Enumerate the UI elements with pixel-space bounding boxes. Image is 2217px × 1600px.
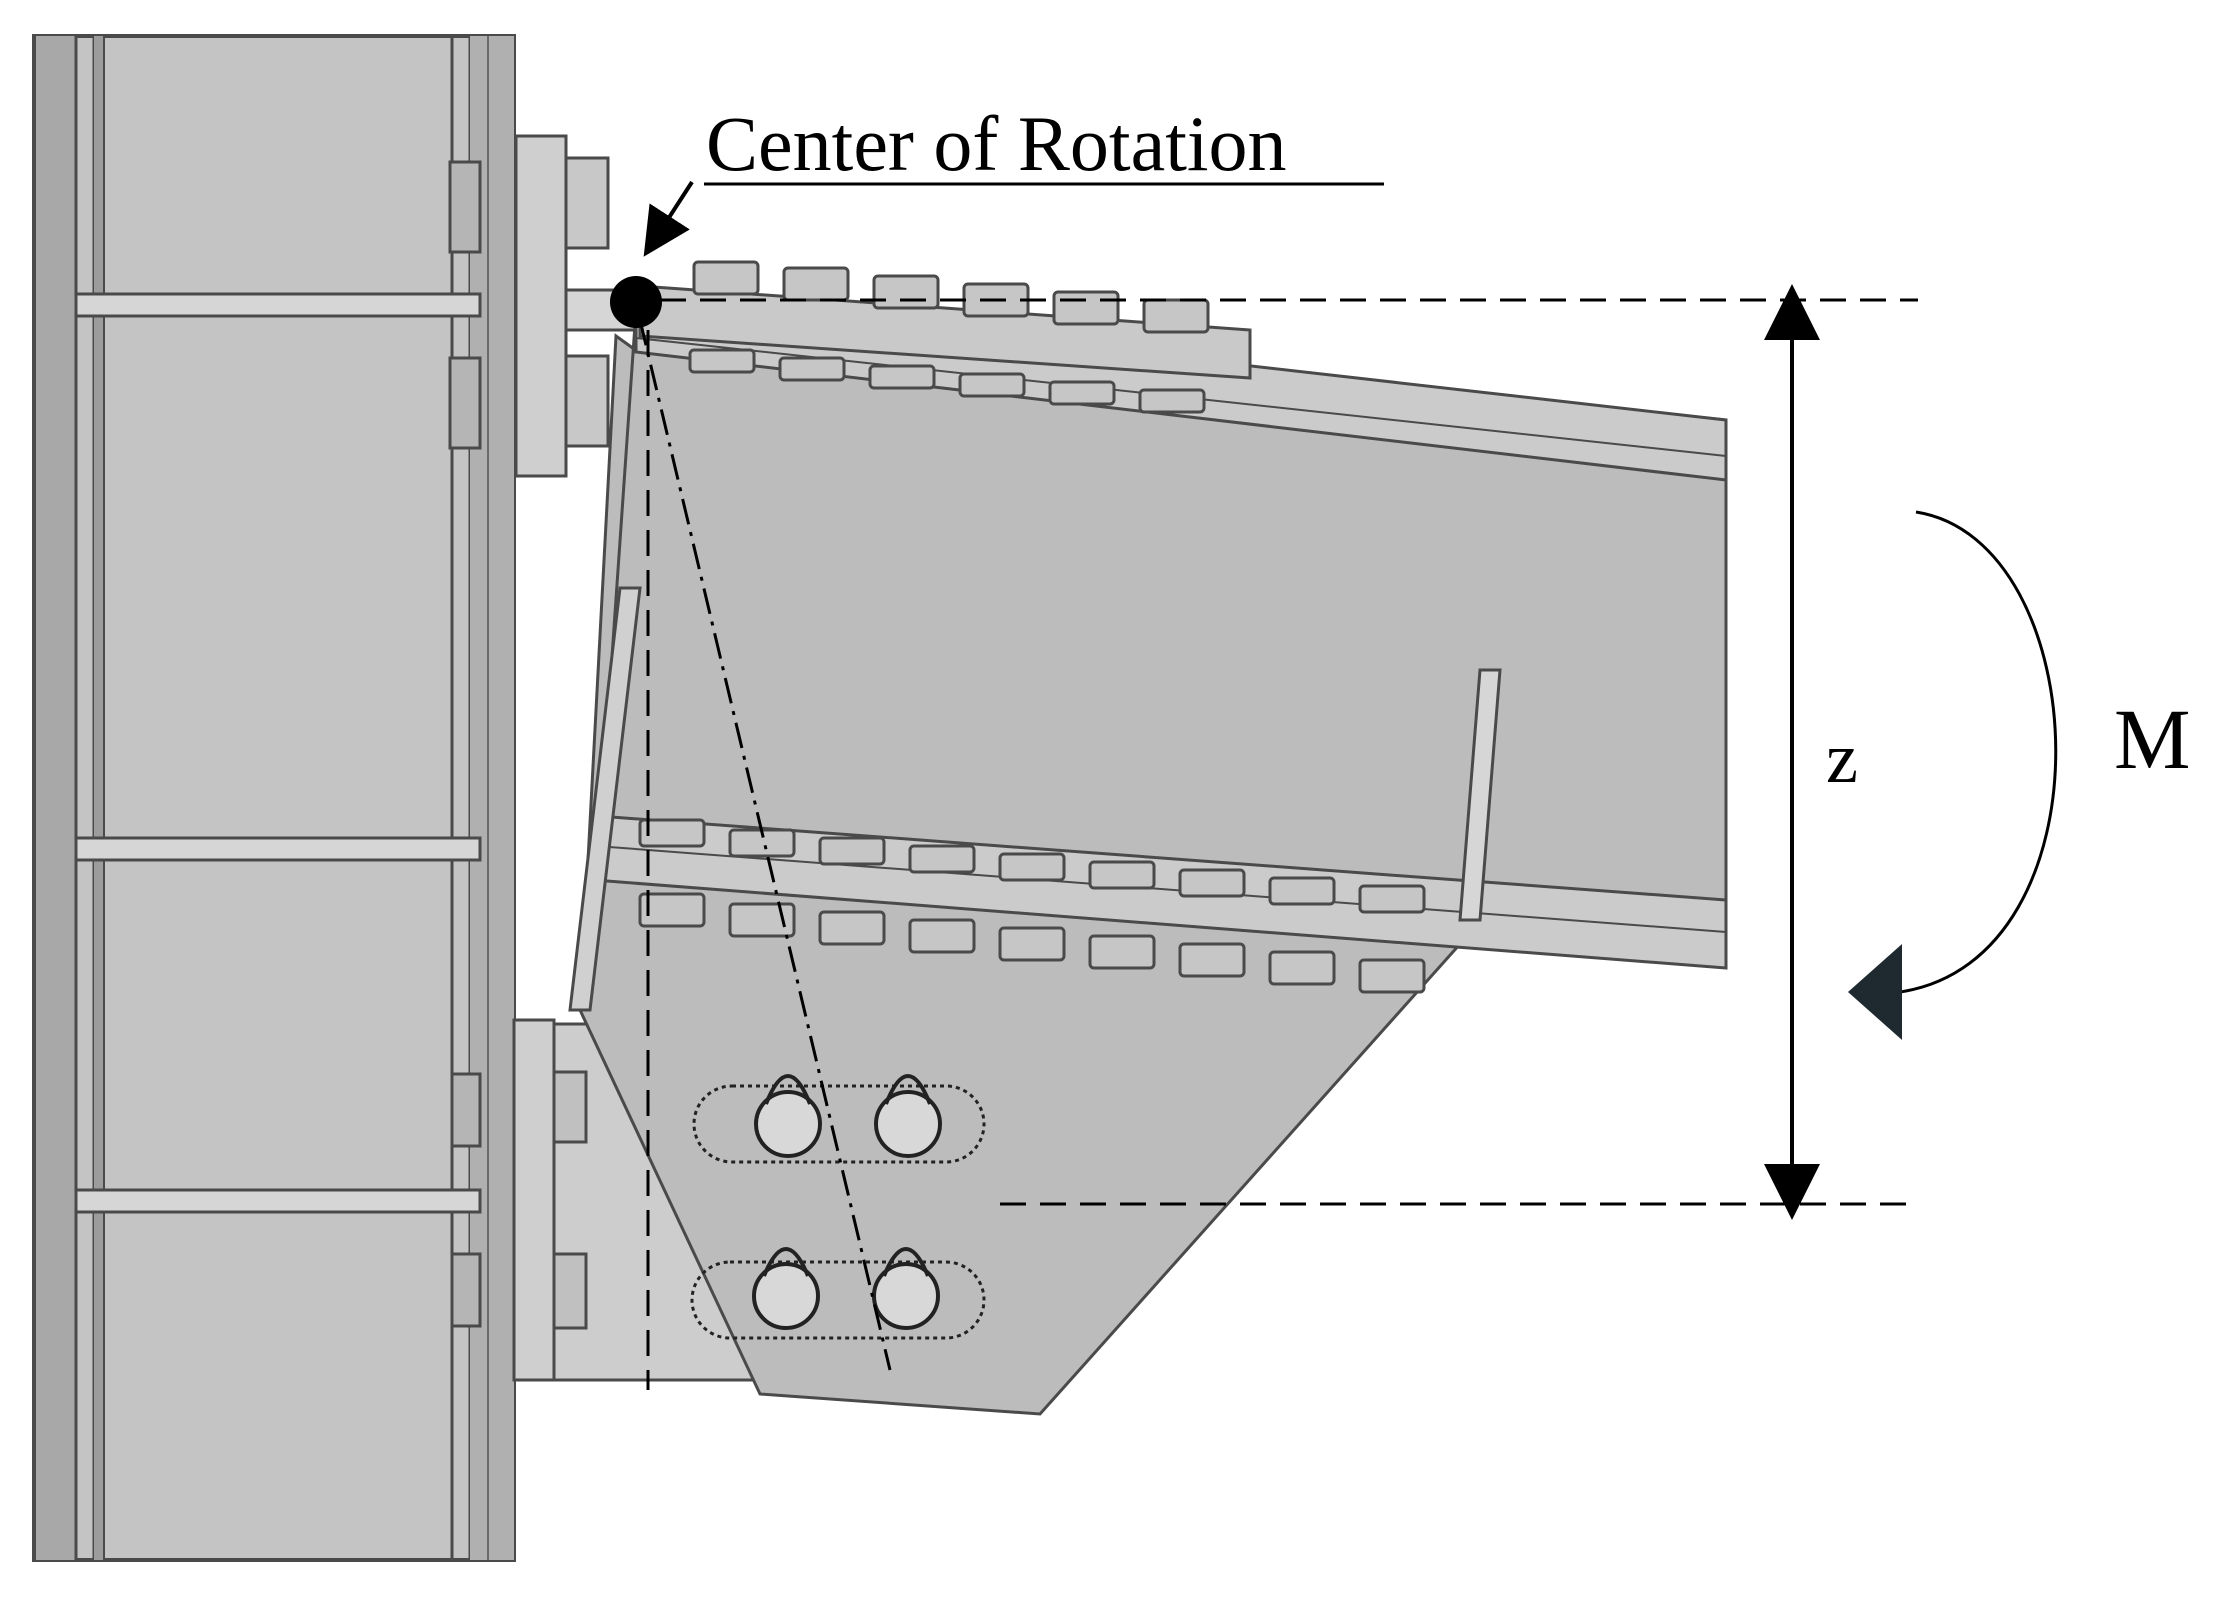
slotted-bolt-group xyxy=(690,1074,986,1340)
center-of-rotation-dot xyxy=(610,276,662,328)
moment-label: M xyxy=(2114,691,2190,787)
center-of-rotation-label: Center of Rotation xyxy=(706,100,1287,187)
column-stiffeners xyxy=(74,292,482,1214)
pointer-arrow xyxy=(643,180,694,257)
bottom-flange-bolts xyxy=(638,818,1426,994)
lever-arm-label: z xyxy=(1826,718,1858,798)
moment-arrow-icon xyxy=(1848,510,2058,1040)
steel-column xyxy=(32,34,516,1562)
